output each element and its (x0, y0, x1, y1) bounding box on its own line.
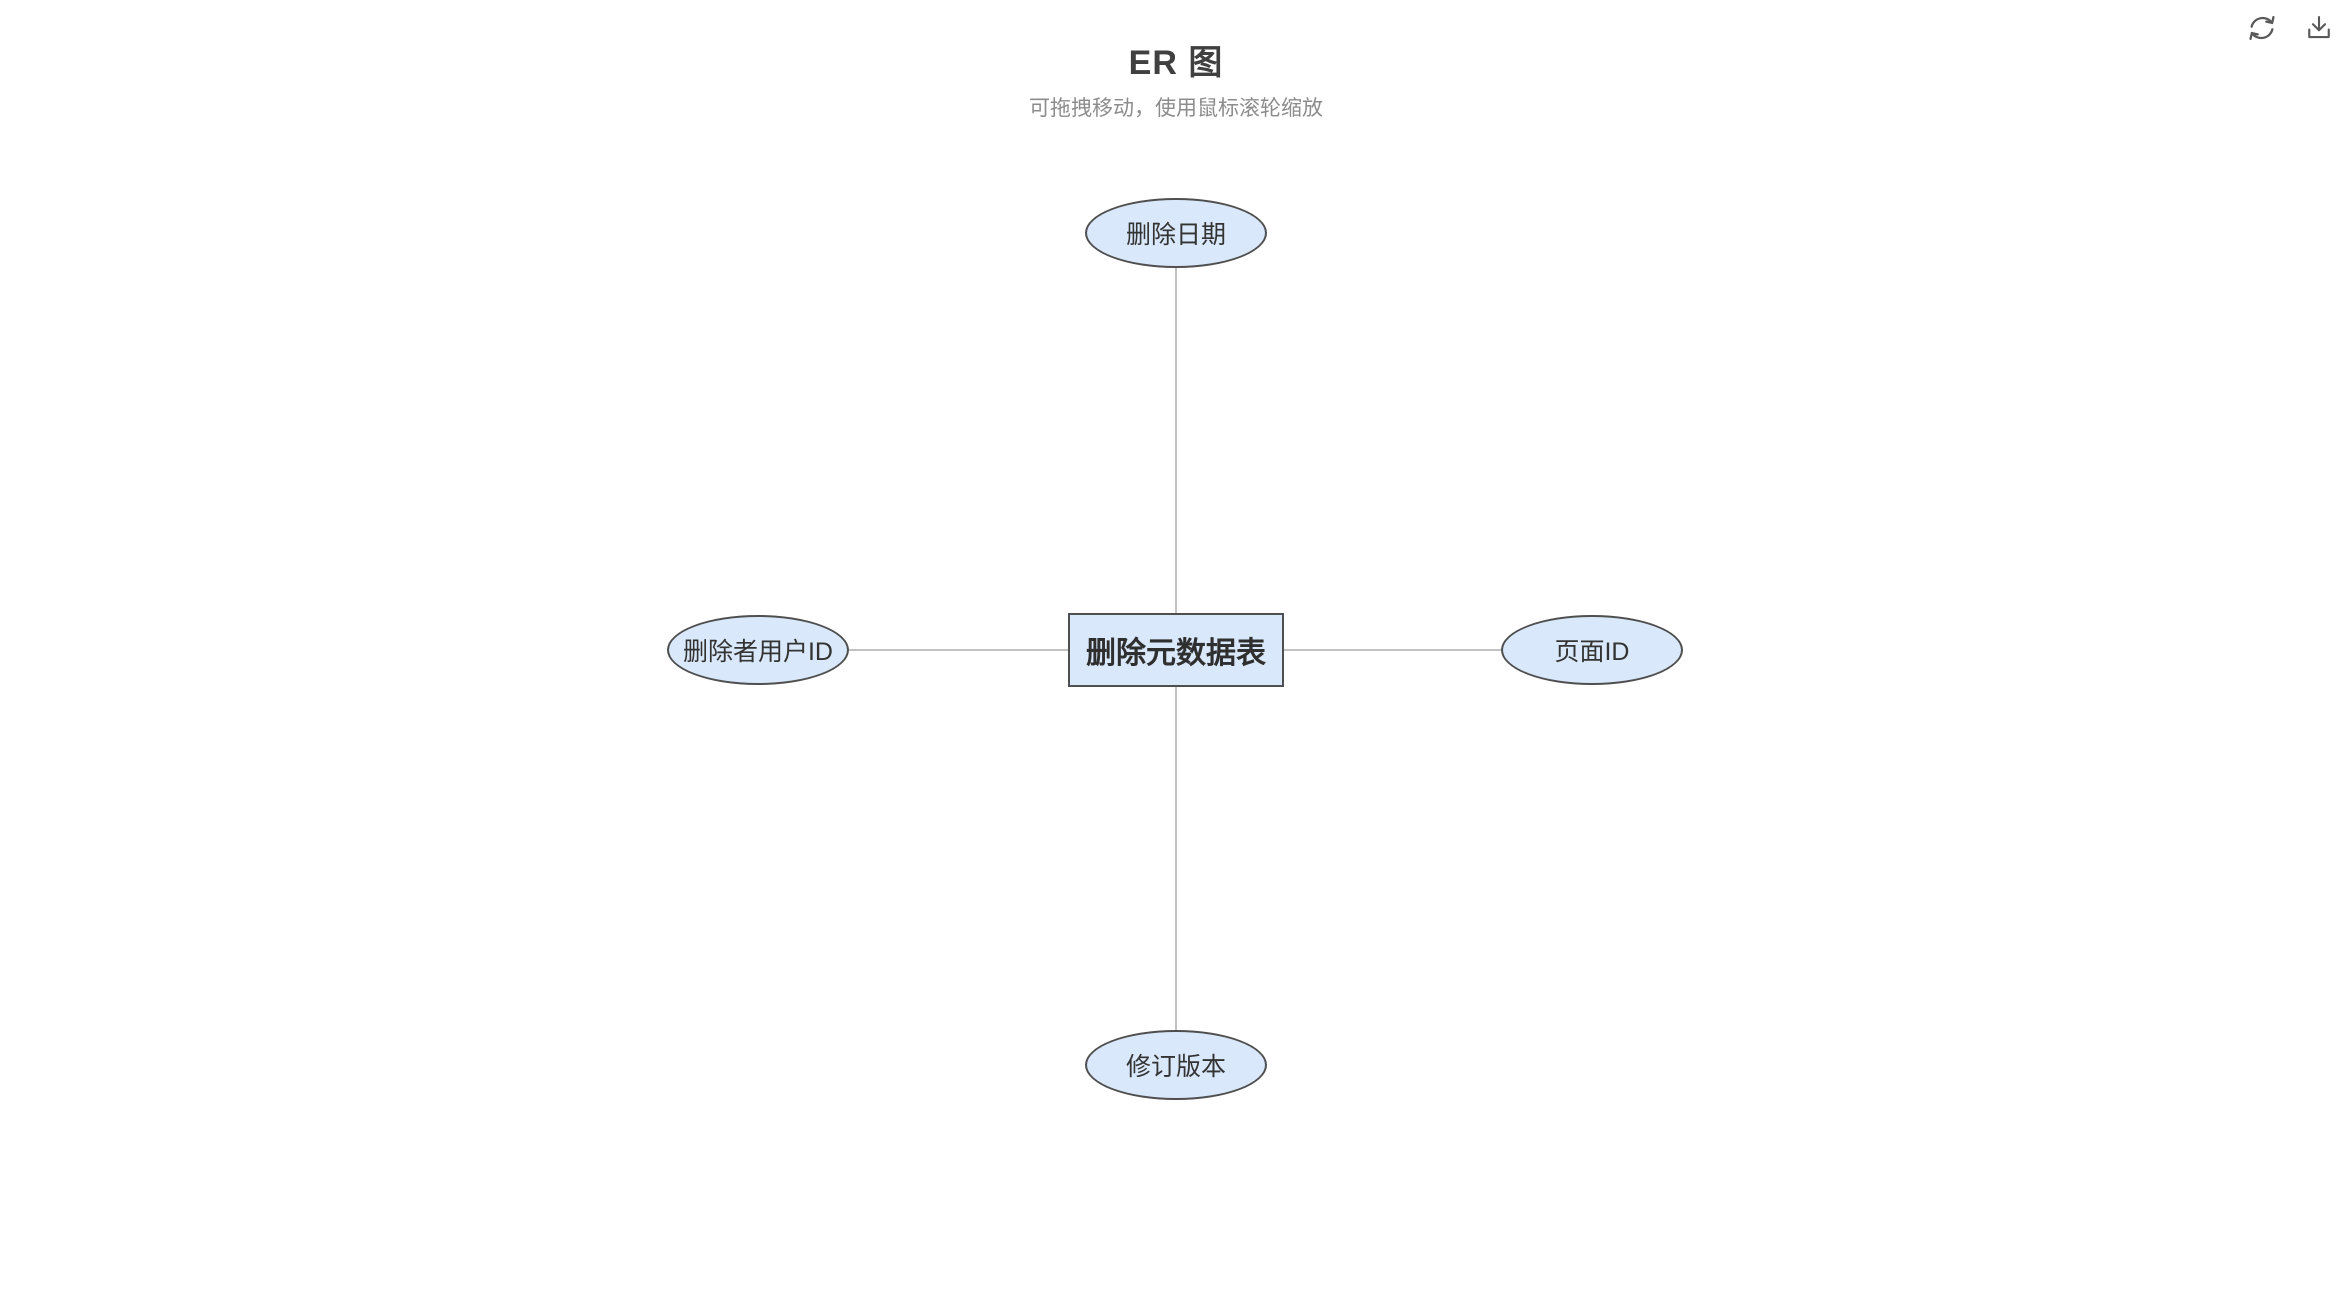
attribute-label: 删除者用户ID (682, 638, 833, 666)
attribute-node-right[interactable]: 页面ID (1501, 615, 1683, 685)
download-icon (2308, 15, 2330, 39)
entity-node[interactable]: 删除元数据表 (1068, 613, 1284, 687)
attribute-label: 删除日期 (1125, 221, 1226, 249)
toolbar (2244, 10, 2336, 46)
entity-label: 删除元数据表 (1086, 637, 1266, 670)
attribute-node-left[interactable]: 删除者用户ID (667, 615, 849, 685)
attribute-node-top[interactable]: 删除日期 (1085, 198, 1267, 268)
attribute-label: 页面ID (1554, 638, 1630, 666)
refresh-icon (2249, 15, 2275, 41)
refresh-button[interactable] (2244, 10, 2280, 46)
download-button[interactable] (2302, 11, 2336, 45)
attribute-label: 修订版本 (1125, 1053, 1226, 1081)
attribute-node-bottom[interactable]: 修订版本 (1085, 1030, 1267, 1100)
